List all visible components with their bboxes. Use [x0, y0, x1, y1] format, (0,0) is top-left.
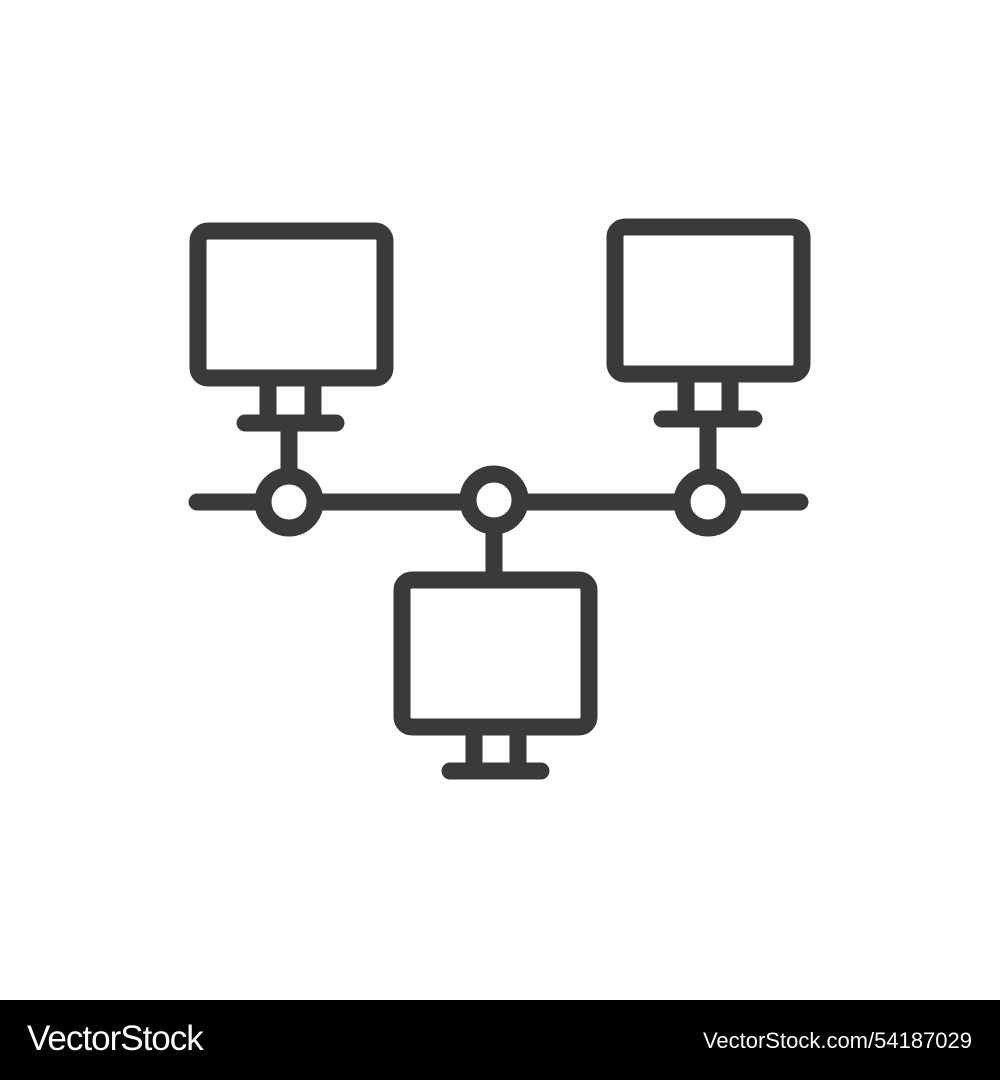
monitor-bottom-icon: [393, 517, 598, 780]
node-right-icon: [673, 467, 743, 537]
network-computers-icon: [188, 218, 811, 780]
monitor-top-left-icon: [189, 222, 394, 483]
network-illustration: [188, 218, 811, 780]
vectorstock-logo: VectorStock: [27, 1019, 204, 1058]
watermark-footer: VectorStock VectorStock.com/54187029: [0, 1000, 1000, 1080]
image-credit-link[interactable]: VectorStock.com/54187029: [702, 1028, 972, 1053]
node-left-icon: [254, 467, 324, 537]
monitor-top-right-icon: [606, 218, 811, 483]
